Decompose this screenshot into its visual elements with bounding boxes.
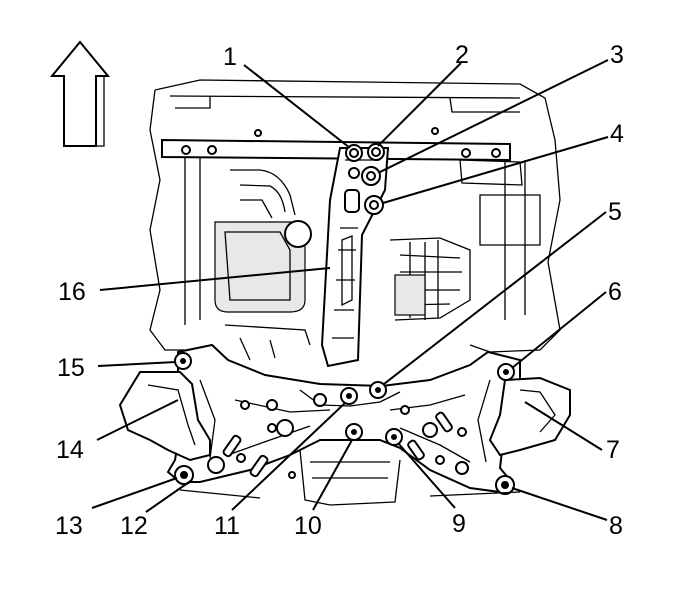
callout-9: 9 [452, 510, 466, 538]
leader-lines [91, 59, 609, 521]
up-arrow-icon [49, 40, 111, 147]
callout-2: 2 [455, 41, 469, 69]
front-subframe [166, 343, 521, 494]
callout-15: 15 [57, 354, 85, 382]
callout-16: 16 [58, 278, 86, 306]
callout-14: 14 [56, 436, 84, 464]
callout-13: 13 [55, 512, 83, 540]
callout-12: 12 [120, 512, 148, 540]
right-lower-control-arm [488, 376, 571, 457]
callout-4: 4 [610, 120, 624, 148]
upper-crossbar [161, 127, 511, 162]
callout-7: 7 [606, 436, 620, 464]
engine-outline [149, 79, 561, 361]
callout-labels: 1 2 3 4 5 6 7 8 9 10 11 12 13 14 15 16 [55, 41, 624, 540]
subframe-bolts [174, 352, 515, 495]
bracket-bolts [345, 143, 385, 215]
callout-1: 1 [223, 43, 237, 71]
callout-5: 5 [608, 198, 622, 226]
callout-6: 6 [608, 278, 622, 306]
callout-3: 3 [610, 41, 624, 69]
callout-10: 10 [294, 512, 322, 540]
callout-8: 8 [609, 512, 623, 540]
callout-11: 11 [214, 512, 240, 540]
